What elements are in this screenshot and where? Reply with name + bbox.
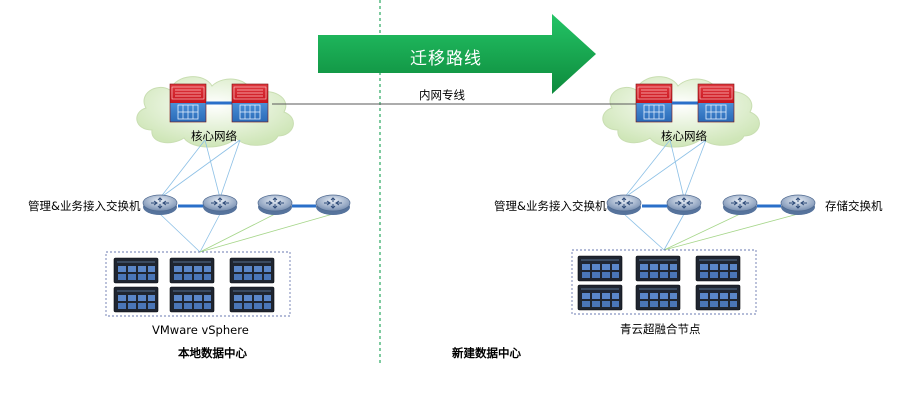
router-icon xyxy=(315,194,351,216)
router-icon xyxy=(202,194,238,216)
firewall-icon xyxy=(697,83,735,123)
server-icon xyxy=(113,257,159,284)
left-core-label: 核心网络 xyxy=(191,129,237,143)
server-icon xyxy=(229,257,275,284)
router-icon xyxy=(666,194,702,216)
right-storage-switch-label: 存储交换机 xyxy=(825,199,883,213)
firewall-icon xyxy=(169,83,207,123)
router-icon xyxy=(780,194,816,216)
server-icon xyxy=(169,286,215,313)
server-cluster-box xyxy=(105,251,291,317)
server-icon xyxy=(577,255,623,282)
router-icon xyxy=(257,194,293,216)
server-cluster-box xyxy=(571,249,757,315)
server-icon xyxy=(635,255,681,282)
server-icon xyxy=(695,255,741,282)
left-site-label: 本地数据中心 xyxy=(178,346,247,360)
right-site-label: 新建数据中心 xyxy=(452,346,521,360)
server-icon xyxy=(169,257,215,284)
left-access-switch-label: 管理&业务接入交换机 xyxy=(28,199,141,213)
router-icon xyxy=(142,194,178,216)
router-icon xyxy=(606,194,642,216)
router-icon xyxy=(722,194,758,216)
left-cluster-label: VMware vSphere xyxy=(152,323,249,337)
migration-arrow xyxy=(318,14,596,94)
private-line-label: 内网专线 xyxy=(419,88,465,102)
firewall-icon xyxy=(635,83,673,123)
right-access-switch-label: 管理&业务接入交换机 xyxy=(494,199,607,213)
right-cluster-label: 青云超融合节点 xyxy=(620,322,701,336)
migration-route-label: 迁移路线 xyxy=(410,49,482,69)
server-icon xyxy=(695,284,741,311)
firewall-icon xyxy=(231,83,269,123)
server-icon xyxy=(113,286,159,313)
right-core-label: 核心网络 xyxy=(661,129,707,143)
server-icon xyxy=(635,284,681,311)
server-icon xyxy=(577,284,623,311)
server-icon xyxy=(229,286,275,313)
